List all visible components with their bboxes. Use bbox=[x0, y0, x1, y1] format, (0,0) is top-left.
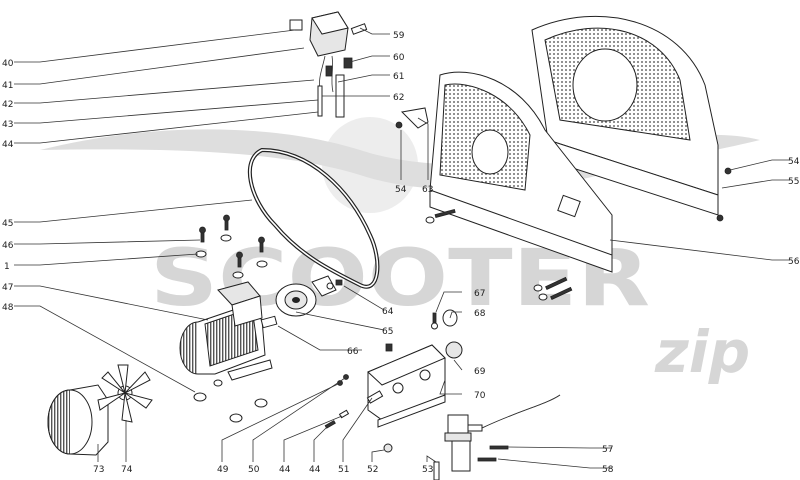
foot-washer bbox=[229, 413, 243, 423]
guard-bracket bbox=[400, 107, 429, 129]
callout-label: 53 bbox=[422, 465, 433, 475]
foot-washer bbox=[254, 398, 268, 408]
drain-valve bbox=[383, 443, 393, 453]
hose-clamp bbox=[477, 457, 497, 462]
callout-label: 40 bbox=[2, 59, 14, 69]
callout-label: 50 bbox=[248, 465, 260, 475]
bracket-screw bbox=[432, 312, 437, 324]
callout-label: 56 bbox=[788, 257, 800, 267]
callout-label: 44 bbox=[279, 465, 291, 475]
callout-label: 73 bbox=[93, 465, 104, 475]
callout-label: 41 bbox=[2, 81, 13, 91]
callout-label: 49 bbox=[217, 465, 229, 475]
fitting-connector bbox=[366, 390, 384, 404]
leader-lines bbox=[14, 27, 790, 469]
callout-label: 42 bbox=[2, 100, 13, 110]
callout-label: 45 bbox=[2, 219, 13, 229]
callout-label: 54 bbox=[788, 157, 800, 167]
callout-label: 44 bbox=[2, 140, 14, 150]
bracket-bolt bbox=[395, 121, 403, 129]
pressure-gauge bbox=[445, 341, 463, 359]
motor-pulley bbox=[275, 275, 343, 317]
callout-label: 70 bbox=[474, 391, 486, 401]
drain-hose bbox=[433, 461, 440, 480]
watermark-script-text: zip bbox=[654, 318, 750, 386]
motor-cooling-fan bbox=[97, 364, 153, 423]
motor-fan-cover bbox=[47, 384, 109, 456]
guard-bolt bbox=[716, 214, 724, 222]
callout-label: 43 bbox=[2, 120, 13, 130]
callout-label: 55 bbox=[788, 177, 799, 187]
motor-foot bbox=[227, 359, 273, 381]
callout-label: 67 bbox=[474, 289, 485, 299]
unloader-pipe bbox=[317, 85, 323, 117]
callout-label: 58 bbox=[602, 465, 614, 475]
callout-label: 1 bbox=[4, 262, 10, 272]
callout-label: 46 bbox=[2, 241, 14, 251]
callout-label: 68 bbox=[474, 309, 486, 319]
belt-guard-back-cover bbox=[531, 15, 719, 216]
guard-bolt bbox=[724, 167, 732, 175]
callout-label: 47 bbox=[2, 283, 13, 293]
guard-long-bolt bbox=[434, 208, 456, 219]
callout-label: 52 bbox=[367, 465, 378, 475]
callout-label: 59 bbox=[393, 31, 405, 41]
filter-regulator bbox=[433, 394, 561, 480]
callout-label: 48 bbox=[2, 303, 14, 313]
motor-mount-bolts bbox=[195, 214, 268, 279]
bracket-nut bbox=[385, 343, 393, 352]
filter-bracket bbox=[367, 344, 446, 428]
callout-label: 60 bbox=[393, 53, 405, 63]
callout-label: 66 bbox=[347, 347, 359, 357]
watermark-emblem bbox=[322, 117, 418, 213]
belt-guard-front-cover bbox=[429, 71, 613, 273]
callout-label: 54 bbox=[395, 185, 407, 195]
callout-label: 51 bbox=[338, 465, 349, 475]
foot-washer bbox=[193, 392, 207, 402]
hose-clamp bbox=[489, 445, 509, 450]
callout-label: 62 bbox=[393, 93, 404, 103]
callout-label: 65 bbox=[382, 327, 393, 337]
callout-label: 69 bbox=[474, 367, 486, 377]
switch-fitting bbox=[289, 19, 303, 31]
callout-labels: 40 41 42 43 44 45 46 1 47 48 59 60 61 62… bbox=[2, 31, 800, 475]
callout-label: 61 bbox=[393, 72, 404, 82]
electric-motor bbox=[179, 281, 278, 381]
callout-label: 63 bbox=[422, 185, 433, 195]
callout-label: 44 bbox=[309, 465, 321, 475]
foot-washer bbox=[213, 379, 223, 387]
callout-label: 57 bbox=[602, 445, 613, 455]
callout-label: 64 bbox=[382, 307, 394, 317]
callout-label: 74 bbox=[121, 465, 133, 475]
